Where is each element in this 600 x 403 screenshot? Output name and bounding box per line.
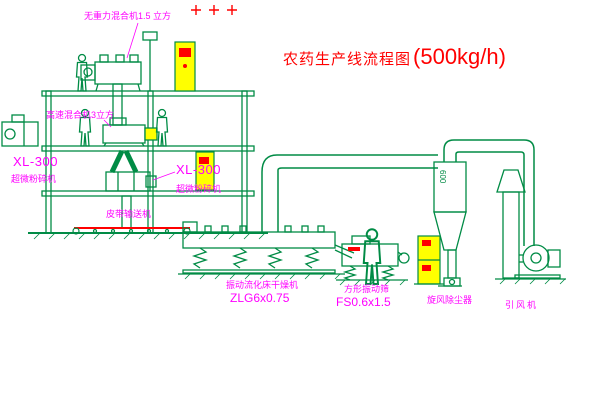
- control-panel-1: [174, 41, 196, 92]
- person-figure-1: [75, 53, 89, 92]
- control-panel-3: [414, 235, 444, 285]
- label-center-mill-model: XL-300: [176, 162, 221, 177]
- label-dryer-model: ZLG6x0.75: [230, 291, 290, 305]
- label-screen-name: 方形振动筛: [344, 284, 390, 294]
- label-dryer-name: 振动流化床干燥机: [226, 280, 299, 290]
- control-panel-2: [195, 151, 215, 191]
- cyclone-separator: [433, 161, 467, 287]
- belt-conveyor: [72, 227, 191, 235]
- left-mill: [1, 114, 39, 147]
- outlet-duct: [443, 139, 535, 246]
- label-high-speed-mixer: 高速混合机3立方: [46, 110, 115, 120]
- red-markers: [191, 5, 237, 15]
- label-belt-conveyor: 皮带输送机: [106, 209, 152, 219]
- vibrating-screen: [336, 235, 410, 286]
- drawing-title: 农药生产线流程图 (500kg/h): [283, 44, 506, 70]
- center-mill: [105, 171, 157, 229]
- building-frame: [28, 31, 268, 240]
- person-figure-4: [362, 228, 382, 285]
- exhaust-stack: [496, 169, 526, 279]
- label-fan: 引风机: [505, 300, 539, 310]
- gravity-free-mixer: [80, 54, 142, 126]
- label-center-mill-name: 超微粉碎机: [176, 184, 222, 194]
- drawing-title-text: 农药生产线流程图: [283, 51, 412, 68]
- exhaust-duct: [261, 154, 438, 232]
- label-left-mill-model: XL-300: [13, 154, 58, 169]
- drawing-title-capacity: (500kg/h): [413, 44, 506, 69]
- leader-lines: [103, 22, 176, 181]
- high-speed-mixer: [102, 117, 158, 174]
- label-cyclone: 旋风除尘器: [427, 295, 473, 305]
- label-duct-size: 600: [438, 170, 447, 184]
- fluid-bed-dryer: [178, 221, 355, 280]
- label-gravity-mixer: 无重力混合机1.5 立方: [84, 11, 172, 21]
- label-left-mill-name: 超微粉碎机: [11, 174, 57, 184]
- label-screen-model: FS0.6x1.5: [336, 295, 391, 309]
- person-figure-3: [155, 108, 169, 147]
- induced-draft-fan: [495, 244, 566, 285]
